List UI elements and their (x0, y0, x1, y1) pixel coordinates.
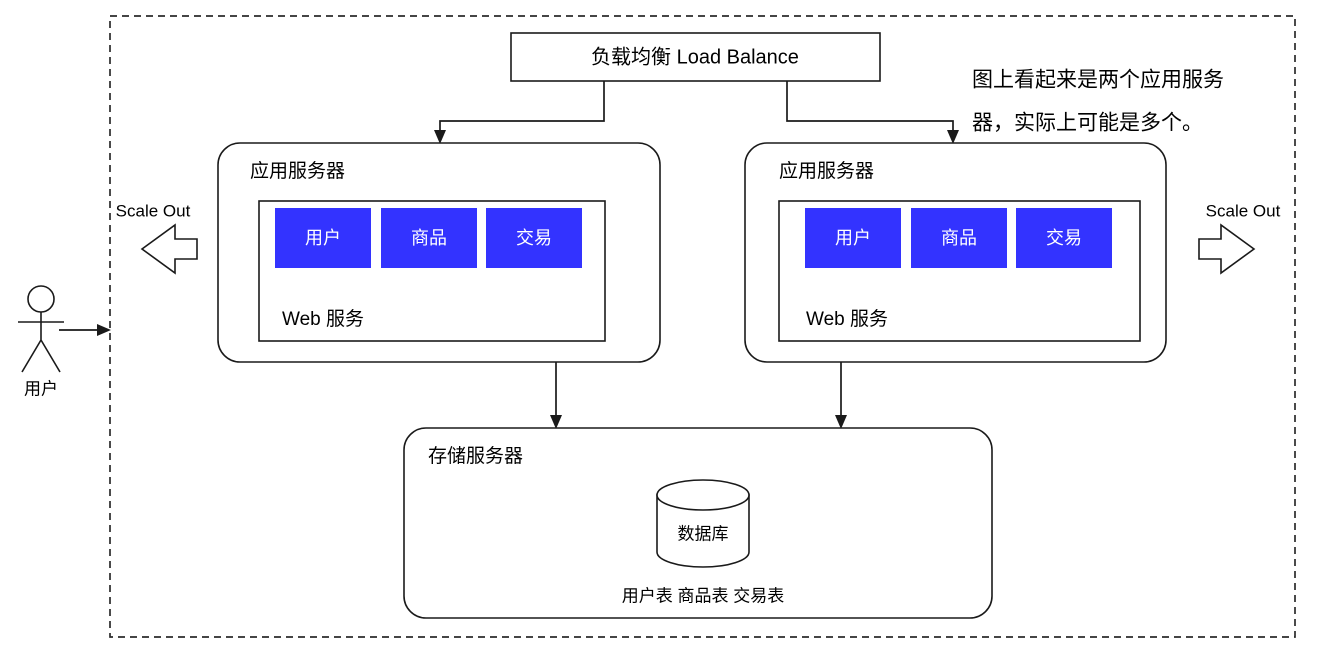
module-box-right-user[interactable] (805, 208, 901, 268)
actor-head-icon (27, 285, 55, 313)
module-box-left-trade[interactable] (486, 208, 582, 268)
connector-app-left-to-storage (550, 362, 562, 429)
actor-user[interactable]: 用户 (18, 285, 64, 398)
app-server-right-title: 应用服务器 (779, 160, 874, 182)
load-balancer-label: 负载均衡 Load Balance (591, 45, 799, 68)
module-box-right-product[interactable] (911, 208, 1007, 268)
connector-lb-to-app-server-left (434, 81, 605, 144)
connector-lb-to-app-server-right (786, 81, 959, 144)
web-service-label-left: Web 服务 (282, 308, 364, 330)
arrow-head-icon (97, 324, 111, 336)
module-label-left-trade: 交易 (516, 228, 552, 248)
app-server-left[interactable]: 应用服务器 用户 商品 交易 Web 服务 (217, 142, 661, 363)
annotation-note-line-2: 器，实际上可能是多个。 (972, 112, 1203, 135)
load-balancer-node[interactable]: 负载均衡 Load Balance (510, 32, 881, 82)
annotation-note: 图上看起来是两个应用服务 器，实际上可能是多个。 (972, 69, 1224, 135)
connector-actor-to-system (59, 324, 111, 336)
web-service-label-right: Web 服务 (806, 308, 888, 330)
system-boundary (109, 15, 1296, 638)
arrow-left-block-icon (140, 223, 198, 275)
storage-server-title: 存储服务器 (428, 445, 523, 467)
module-box-left-user[interactable] (275, 208, 371, 268)
arrow-head-icon (835, 415, 847, 429)
scale-out-right: Scale Out (1198, 201, 1281, 275)
arrow-head-icon (550, 415, 562, 429)
app-server-left-title: 应用服务器 (250, 160, 345, 182)
module-label-right-product: 商品 (941, 228, 977, 248)
scale-out-left: Scale Out (116, 201, 198, 275)
module-label-right-user: 用户 (835, 228, 871, 248)
database-cylinder-icon[interactable] (656, 479, 750, 568)
load-balancer-box (510, 32, 881, 82)
module-label-right-trade: 交易 (1046, 228, 1082, 248)
actor-body-icon (18, 312, 64, 373)
module-box-left-product[interactable] (381, 208, 477, 268)
storage-server[interactable]: 存储服务器 数据库 用户表 商品表 交易表 (403, 427, 993, 619)
database-label: 数据库 (678, 524, 729, 543)
scale-out-right-label: Scale Out (1206, 201, 1281, 220)
module-label-left-user: 用户 (305, 228, 341, 248)
module-box-right-trade[interactable] (1016, 208, 1112, 268)
annotation-note-line-1: 图上看起来是两个应用服务 (972, 69, 1224, 92)
storage-tables-caption: 用户表 商品表 交易表 (622, 586, 784, 605)
app-server-right[interactable]: 应用服务器 用户 商品 交易 Web 服务 (744, 142, 1167, 363)
actor-label: 用户 (24, 379, 58, 398)
module-label-left-product: 商品 (411, 228, 447, 248)
arrow-head-icon (434, 130, 446, 144)
scale-out-left-label: Scale Out (116, 201, 191, 220)
arrow-right-block-icon (1198, 223, 1256, 275)
connector-app-right-to-storage (835, 362, 847, 429)
arrow-head-icon (947, 130, 959, 144)
